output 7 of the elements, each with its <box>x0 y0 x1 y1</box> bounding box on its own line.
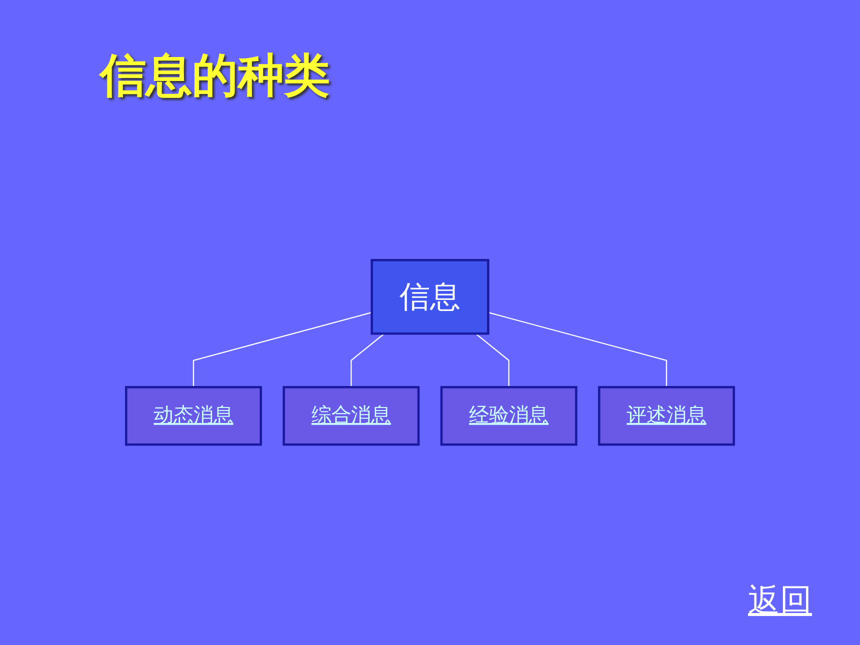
connector <box>488 312 668 388</box>
connector <box>192 312 372 388</box>
link-text: 返回 <box>748 580 812 621</box>
connector <box>350 333 385 388</box>
connector <box>475 333 510 388</box>
title: 信息的种类 <box>100 47 330 104</box>
node-box: 信息 <box>370 259 490 335</box>
